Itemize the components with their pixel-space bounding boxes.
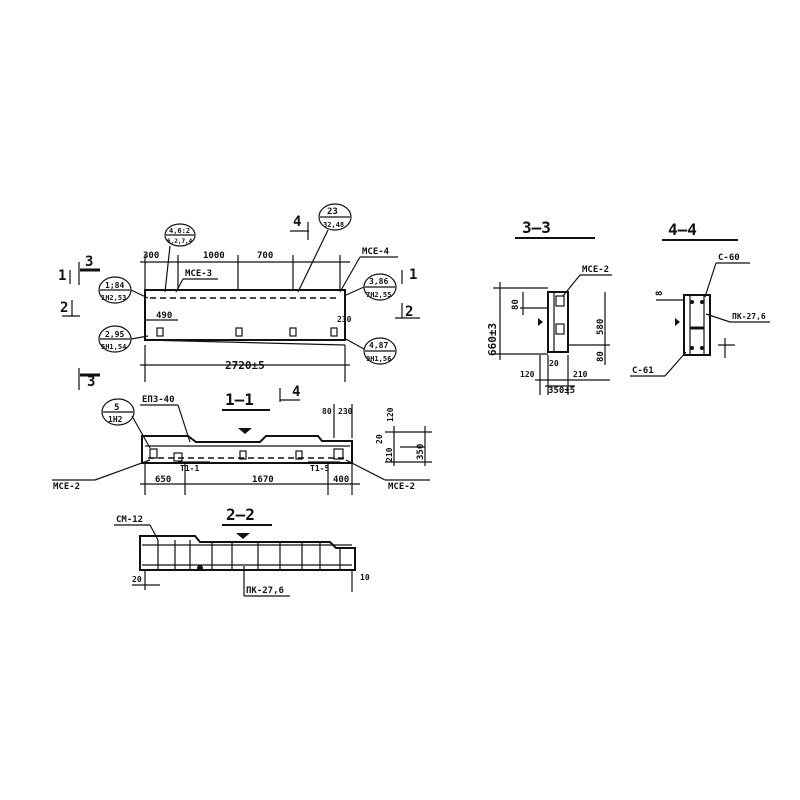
plan-bubble-23-a: 23: [327, 207, 338, 217]
plan-bubble-right-1-a: 3,86: [369, 277, 388, 286]
section-1-1-dim-400: 400: [333, 475, 349, 485]
plan-bubble-23-b: 32,48: [323, 221, 344, 229]
plan-bottom-edge: [144, 339, 346, 346]
plan-bubble-top: [164, 223, 196, 247]
plan-hole-3: [289, 327, 297, 337]
section-1-1-label-t15: Т1-5: [310, 464, 329, 473]
plan-view: 300 1000 700 МСЕ-3 МСЕ-4 4,6:2 6,2,7,4 2…: [58, 203, 420, 402]
plan-bubble-right-1-b: 7Н2,55: [366, 291, 391, 299]
section-1-1-level-mark: [238, 428, 252, 434]
section-3-3-dim-120: 120: [520, 370, 535, 379]
plan-dim-length: 2720±5: [225, 359, 265, 372]
section-4-4-label-c60: С-60: [718, 253, 740, 263]
section-3-3-dim-350: 350±5: [548, 386, 575, 396]
plan-cut-4-bottom: 4: [292, 384, 300, 400]
section-3-3-dim-80-top: 80: [511, 299, 521, 310]
plan-bubble-23: [318, 203, 352, 231]
section-3-3: 3—3 МСЕ-2 660±3 80 580 80 120 20 210 35: [486, 218, 612, 396]
section-3-3-profile: [547, 291, 569, 353]
plan-cut-1-right: 1: [409, 267, 417, 283]
plan-bubble-top-a: 4,6:2: [169, 227, 190, 235]
section-1-1-dim-350: 350: [416, 444, 426, 460]
section-1-1-label-t11: Т1-1: [180, 464, 199, 473]
plan-cut-4-top: 4: [293, 214, 301, 230]
section-4-4-profile: [683, 294, 711, 356]
section-3-3-dim-580: 580: [596, 319, 606, 335]
section-4-4-title: 4—4: [668, 220, 697, 239]
section-1-1-dim-1670: 1670: [252, 475, 274, 485]
section-1-1-dim-230: 230: [338, 407, 353, 416]
section-3-3-label-mcf2: МСЕ-2: [582, 265, 609, 275]
section-1-1-dim-650: 650: [155, 475, 171, 485]
plan-hole-2: [235, 327, 243, 337]
plan-bubble-left-1-a: 1;84: [105, 281, 124, 290]
section-3-3-dim-660: 660±3: [486, 323, 499, 356]
section-3-3-dim-210: 210: [573, 370, 588, 379]
section-1-1-dim-20: 20: [375, 434, 384, 444]
section-4-4: 4—4 С-60 ПК-27,6 С-61 8: [630, 220, 770, 377]
section-2-2-dim-10: 10: [360, 573, 370, 582]
section-2-2-label-cm: СМ-12: [116, 515, 143, 525]
plan-dim-700: 700: [257, 251, 273, 261]
plan-label-mcf3: МСЕ-3: [185, 269, 212, 279]
section-3-3-title: 3—3: [522, 218, 551, 237]
plan-bubble-top-b: 6,2,7,4: [167, 238, 193, 245]
section-2-2-level-mark: [236, 533, 250, 539]
plan-bubble-right-2-a: 4,87: [369, 341, 388, 350]
section-1-1-dim-120: 120: [386, 407, 395, 422]
section-1-1: 1—1 5 1Н2 ЕПЗ-40 МСЕ-2 МСЕ-2 Т1-1 Т1-5: [52, 390, 432, 495]
section-1-1-label-mcf2-left: МСЕ-2: [53, 482, 80, 492]
section-1-1-bubble-b: 1Н2: [108, 415, 123, 424]
plan-dim-230: 230: [337, 315, 352, 324]
plan-label-mcf4: МСЕ-4: [362, 247, 390, 257]
section-3-3-dim-20: 20: [549, 359, 559, 368]
plan-beam-outline: [144, 289, 346, 341]
section-4-4-dim-8: 8: [655, 291, 665, 296]
section-1-1-dim-210: 210: [385, 447, 394, 462]
plan-cut-2-right: 2: [405, 304, 413, 320]
section-2-2: 2—2 СМ-12 ПК-27,6 20 10: [114, 505, 370, 597]
plan-hole-4: [330, 327, 338, 337]
plan-bubble-right-2-b: 9Н1,56: [366, 355, 391, 363]
section-2-2-title: 2—2: [226, 505, 255, 524]
section-1-1-label-enz: ЕПЗ-40: [142, 395, 175, 405]
section-1-1-label-mcf2-right: МСЕ-2: [388, 482, 415, 492]
plan-dim-490: 490: [156, 311, 172, 321]
section-3-3-dim-80-bottom: 80: [596, 351, 606, 362]
plan-cut-3-top: 3: [85, 254, 93, 270]
section-1-1-title: 1—1: [225, 390, 254, 409]
section-1-1-dim-80: 80: [322, 407, 332, 416]
section-4-4-label-c61: С-61: [632, 366, 654, 376]
section-1-1-bubble-a: 5: [114, 403, 119, 413]
section-1-1-profile: [141, 435, 353, 464]
plan-dim-300: 300: [143, 251, 159, 261]
plan-hole-1: [156, 327, 164, 337]
section-2-2-label-pk: ПК-27,6: [246, 586, 284, 596]
plan-cut-1-left: 1: [58, 268, 66, 284]
plan-bubble-left-1-b: 1Н2,53: [101, 294, 126, 302]
section-1-1-bubble: [101, 398, 135, 426]
plan-bubble-left-2-a: 2,95: [105, 330, 124, 339]
plan-bubble-right-2: [363, 337, 397, 365]
plan-bubble-left-2-b: 5Н1,54: [101, 343, 126, 351]
plan-dim-1000: 1000: [203, 251, 225, 261]
section-4-4-label-pk: ПК-27,6: [732, 312, 766, 321]
plan-cut-2-left: 2: [60, 300, 68, 316]
plan-cut-3-bottom: 3: [87, 374, 95, 390]
section-2-2-dim-20: 20: [132, 575, 142, 584]
